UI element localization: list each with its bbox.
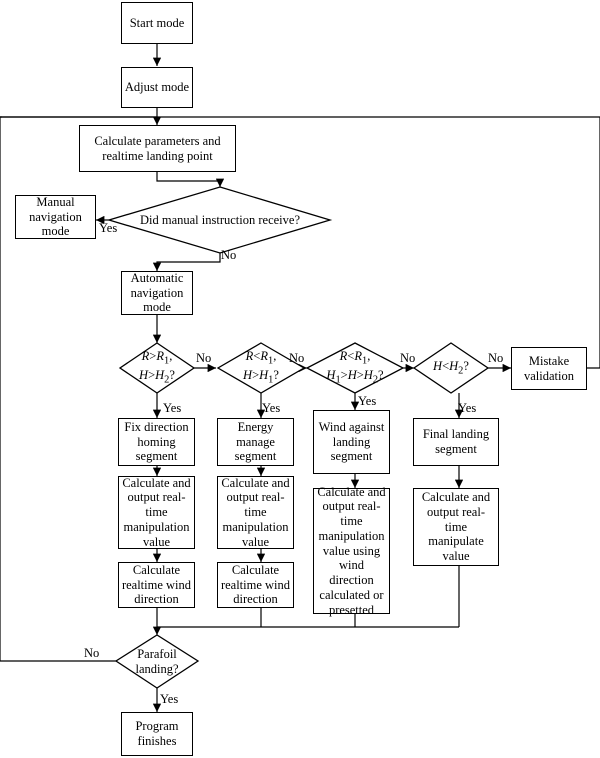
label-yes-manual: Yes	[99, 221, 118, 235]
label-no-cond1: No	[196, 351, 212, 365]
condition-2-text: R<R1, H>H1?	[243, 349, 279, 386]
calculate-parameters-box: Calculate parameters and realtime landin…	[79, 125, 236, 172]
condition-1-shape	[118, 342, 196, 394]
label-yes-cond2: Yes	[262, 401, 281, 415]
condition-3-text: R<R1, H1>H>H2?	[326, 349, 384, 386]
mistake-validation-box: Mistake validation	[511, 347, 587, 390]
decision-manual-instruction-text: Did manual instruction receive?	[139, 212, 300, 227]
label-no-cond2: No	[289, 351, 305, 365]
condition-2-shape	[216, 342, 306, 394]
condition-1-text: R>R1, H>H2?	[139, 349, 175, 386]
condition-3-shape	[305, 342, 405, 394]
label-no-manual: No	[221, 248, 237, 262]
program-finishes-box: Program finishes	[121, 712, 193, 756]
energy-manage-box: Energy manage segment	[217, 418, 294, 466]
fix-direction-box: Fix direction homing segment	[118, 418, 195, 466]
wind-against-box: Wind against landing segment	[313, 410, 390, 474]
condition-4-text: H<H2?	[433, 358, 469, 377]
calc-output-2-box: Calculate and output real-time manipulat…	[217, 476, 294, 549]
connector-decision-auto	[152, 253, 221, 271]
calc-wind-1-box: Calculate realtime wind direction	[118, 562, 195, 608]
label-yes-cond4: Yes	[458, 401, 477, 415]
calc-output-4-box: Calculate and output real-time manipulat…	[413, 488, 499, 566]
decision-manual-instruction-shape	[106, 186, 333, 254]
condition-4-shape	[412, 342, 490, 394]
label-yes-cond1: Yes	[163, 401, 182, 415]
start-mode-box: Start mode	[121, 2, 193, 44]
automatic-navigation-box: Automatic navigation mode	[121, 271, 193, 315]
decision-parafoil-shape	[114, 634, 200, 689]
calc-wind-2-box: Calculate realtime wind direction	[217, 562, 294, 608]
label-no-cond4: No	[488, 351, 504, 365]
calc-output-1-box: Calculate and output real-time manipulat…	[118, 476, 195, 549]
connector-mistake-loop	[0, 116, 600, 369]
adjust-mode-box: Adjust mode	[121, 67, 193, 108]
label-no-cond3: No	[400, 351, 416, 365]
decision-parafoil-text: Parafoil landing?	[135, 647, 179, 676]
connector-parafoil-no-loop	[0, 117, 116, 662]
final-landing-box: Final landing segment	[413, 418, 499, 466]
connector-calc-decision	[156, 172, 225, 187]
calc-output-3-box: Calculate and output real-time manipulat…	[313, 485, 390, 617]
label-yes-parafoil: Yes	[160, 692, 179, 706]
label-yes-cond3: Yes	[358, 394, 377, 408]
label-no-parafoil: No	[84, 646, 100, 660]
manual-navigation-box: Manual navigation mode	[15, 195, 96, 239]
